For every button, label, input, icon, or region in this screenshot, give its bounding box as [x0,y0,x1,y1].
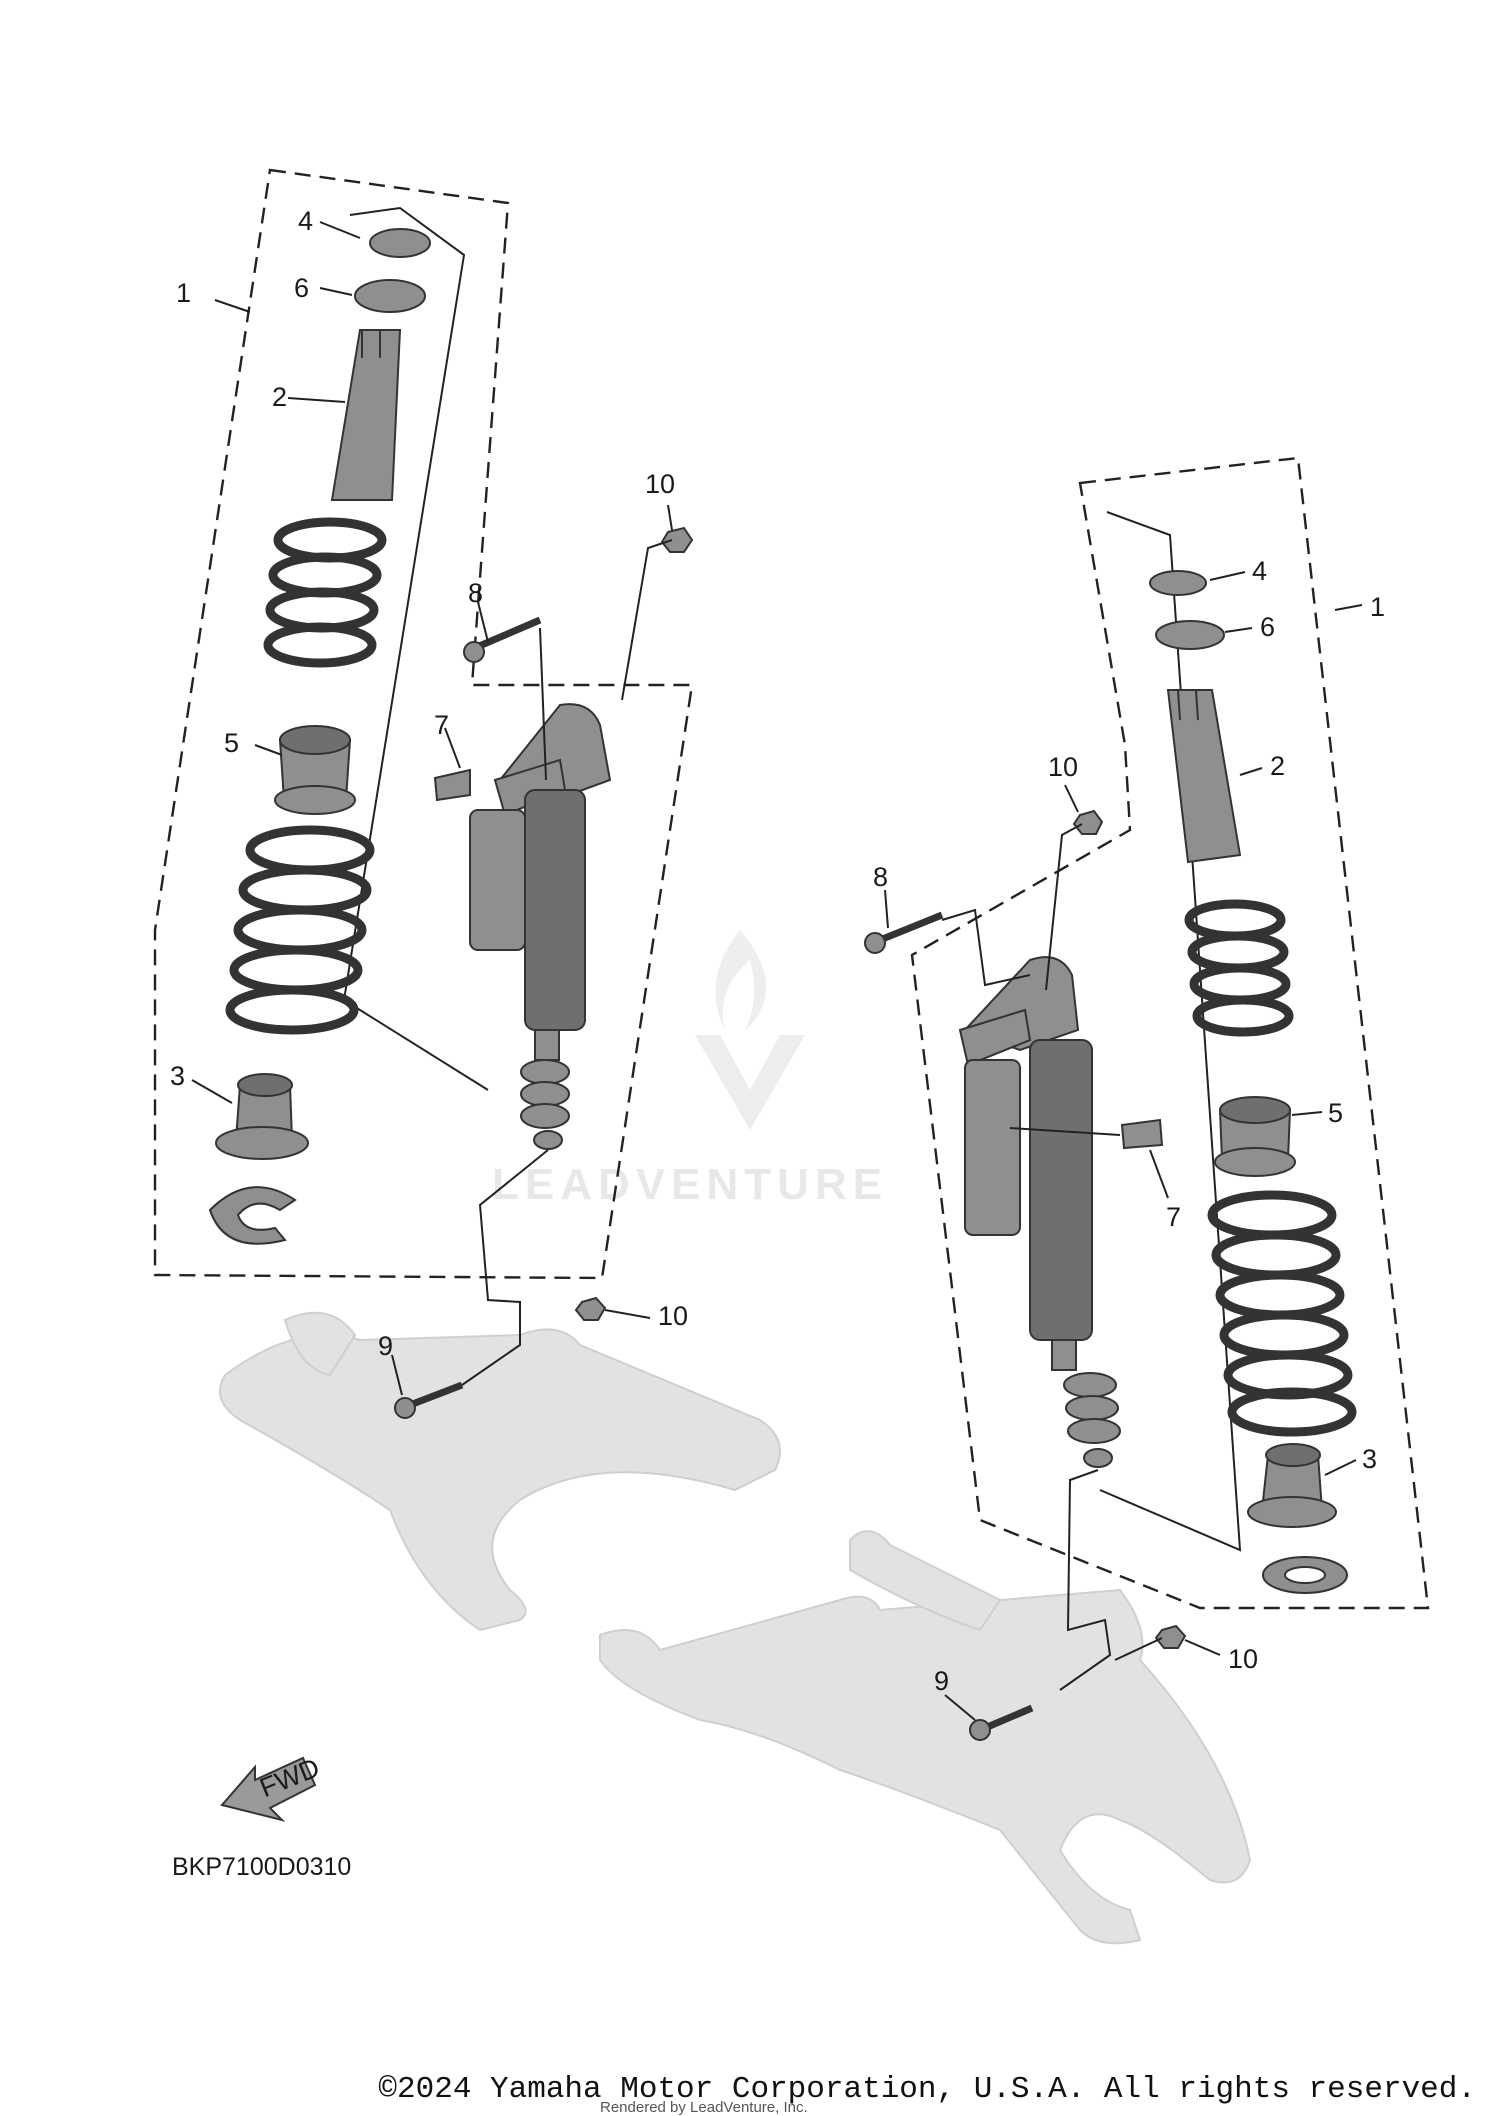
copyright-notice: ©2024 Yamaha Motor Corporation, U.S.A. A… [378,2072,1476,2107]
callout-left-2: 2 [272,382,287,412]
right-part-3-seat [1247,1443,1337,1528]
callout-right-10-lower: 10 [1228,1644,1258,1674]
callout-left-9: 9 [378,1331,393,1361]
callout-right-4: 4 [1252,556,1267,586]
watermark-logo [695,930,805,1130]
lower-arm-right [599,1530,1252,1945]
right-part-8-bolt [864,911,944,954]
diagram-code: BKP7100D0310 [172,1853,351,1881]
callout-right-3: 3 [1362,1444,1377,1474]
right-part-7-collar [1120,1118,1164,1150]
left-part-2-sleeve [330,329,402,501]
left-bump-stop [520,1059,570,1129]
callout-left-4: 4 [298,206,313,236]
callout-right-5: 5 [1328,1098,1343,1128]
left-part-5-spacer [274,725,356,815]
callout-left-7: 7 [434,710,449,740]
right-part-2-sleeve [1166,689,1242,864]
right-part-9-bolt [969,1704,1034,1741]
right-part-10-nut-lower [1154,1624,1187,1649]
callout-right-9: 9 [934,1666,949,1696]
callout-right-6: 6 [1260,612,1275,642]
fwd-arrow-icon: FWD [220,1752,324,1822]
right-part-10-nut-upper [1072,809,1104,835]
rendered-by-credit: Rendered by LeadVenture, Inc. [600,2099,808,2116]
left-part-8-bolt [463,616,542,663]
lower-arm-left [219,1311,781,1632]
right-upper-spring [1184,899,1294,1037]
callout-left-3: 3 [170,1061,185,1091]
right-part-4-ring [1149,570,1207,596]
callout-right-7: 7 [1166,1202,1181,1232]
right-lower-spring [1207,1190,1357,1437]
callout-left-1: 1 [176,278,191,308]
callout-right-2: 2 [1270,751,1285,781]
callout-right-8: 8 [873,862,888,892]
callout-left-8: 8 [468,578,483,608]
left-assembly-boundary [153,168,694,1280]
right-part-6-collar [1155,620,1225,650]
left-part-9-bolt [394,1381,464,1419]
callout-left-10-lower: 10 [658,1301,688,1331]
right-shock-assembly [864,456,1430,1741]
right-assembly-boundary [910,456,1430,1610]
left-upper-spring [263,517,387,668]
left-part-7-collar [433,768,471,802]
right-part-5-spacer [1214,1096,1296,1177]
callout-left-6: 6 [294,273,309,303]
left-part-10-nut-upper [660,526,694,553]
left-lower-spring [225,825,375,1035]
callout-right-1: 1 [1370,592,1385,622]
callout-left-10-upper: 10 [645,469,675,499]
left-shock-assembly [153,168,694,1419]
left-part-10-nut-lower [574,1296,607,1321]
callout-left-5: 5 [224,728,239,758]
left-part-3-seat [215,1073,309,1160]
right-bump-stop [1063,1372,1121,1444]
right-shock-body [958,956,1121,1468]
left-part-4-ring [369,228,431,258]
callout-right-10-upper: 10 [1048,752,1078,782]
watermark-text: LEADVENTURE [492,1160,889,1209]
left-part-6-collar [354,279,426,313]
left-shock-body [469,703,612,1150]
left-retainer-clip [208,1186,297,1245]
